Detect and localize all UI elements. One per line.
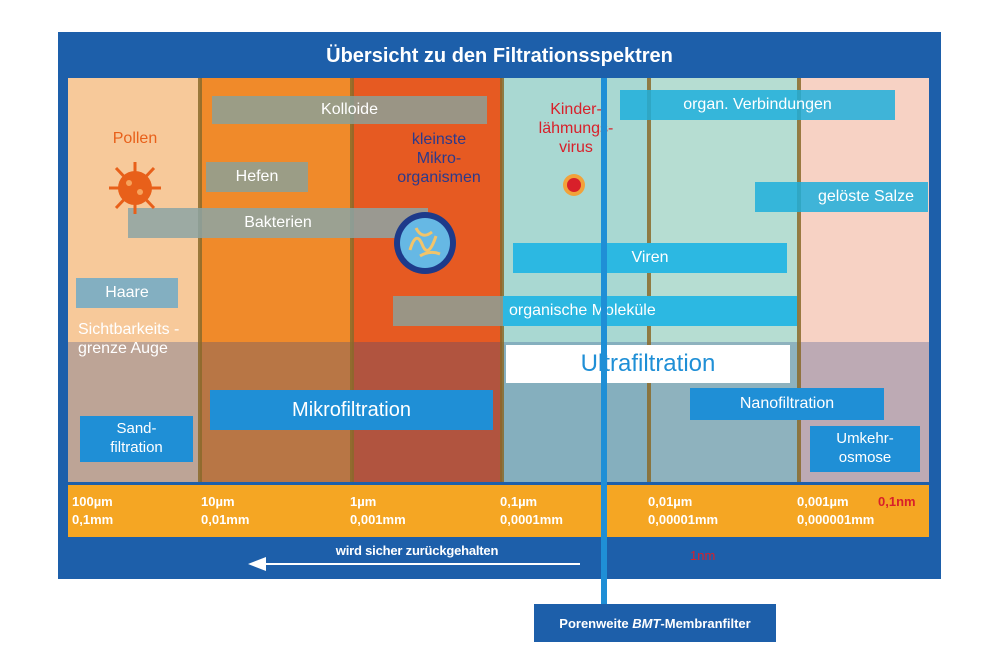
bar-haare: Haare	[76, 278, 178, 308]
column-01um	[502, 78, 649, 482]
label-porenweite: Porenweite BMT-Membranfilter	[534, 604, 776, 642]
left-arrow-icon	[248, 557, 580, 571]
bar-hefen: Hefen	[206, 162, 308, 192]
divider	[198, 78, 202, 482]
pore-size-line	[601, 78, 607, 604]
scale-bar-left	[68, 485, 601, 537]
label-umkehrosmose: Umkehr-osmose	[810, 426, 920, 472]
scale-label-nm: 0,1nm	[878, 494, 916, 509]
label-hefen: Hefen	[235, 168, 279, 185]
label-pollen: Pollen	[112, 130, 158, 147]
divider	[350, 78, 354, 482]
label-kolloide: Kolloide	[321, 101, 378, 118]
bar-kolloide: Kolloide	[212, 96, 487, 124]
label-sandfiltration: Sand-filtration	[80, 416, 193, 462]
label-geloeste-salze: gelöste Salze	[817, 188, 914, 205]
divider	[797, 78, 801, 482]
bar-organische-molekuele: organische Moleküle	[503, 296, 797, 326]
arrow-label: wird sicher zurückgehalten	[335, 543, 499, 558]
diagram-title: Übersicht zu den Filtrationsspektren	[326, 45, 673, 67]
label-kleinste-mikroorganismen: kleinste Mikro- organismen	[397, 131, 481, 187]
bar-geloeste-salze: gelöste Salze	[755, 182, 928, 212]
label-nanofiltration: Nanofiltration	[690, 388, 884, 420]
label-ultrafiltration: Ultrafiltration	[506, 345, 790, 383]
virus-icon	[563, 174, 585, 196]
bar-organische-molekuele-left	[393, 296, 503, 326]
label-organ-verbindungen: organ. Verbindungen	[683, 96, 832, 113]
label-haare: Haare	[105, 284, 149, 301]
label-mikrofiltration: Mikrofiltration	[210, 390, 493, 430]
bar-organ-verbindungen: organ. Verbindungen	[620, 90, 895, 120]
bar-bakterien: Bakterien	[128, 208, 428, 238]
label-1nm: 1nm	[690, 548, 716, 563]
label-viren: Viren	[631, 249, 669, 266]
pollen-icon	[109, 162, 161, 214]
divider	[500, 78, 504, 482]
label-bakterien: Bakterien	[244, 214, 312, 231]
microorganism-icon	[394, 212, 456, 274]
divider	[647, 78, 651, 482]
label-organische-molekuele: organische Moleküle	[509, 302, 656, 319]
label-kinderlaehmung: Kinder- lähmungs- virus	[538, 101, 614, 157]
label-sichtbarkeitsgrenze: Sichtbarkeits - grenze Auge	[78, 321, 180, 358]
scale-bar-right	[607, 485, 929, 537]
bar-viren: Viren	[513, 243, 787, 273]
